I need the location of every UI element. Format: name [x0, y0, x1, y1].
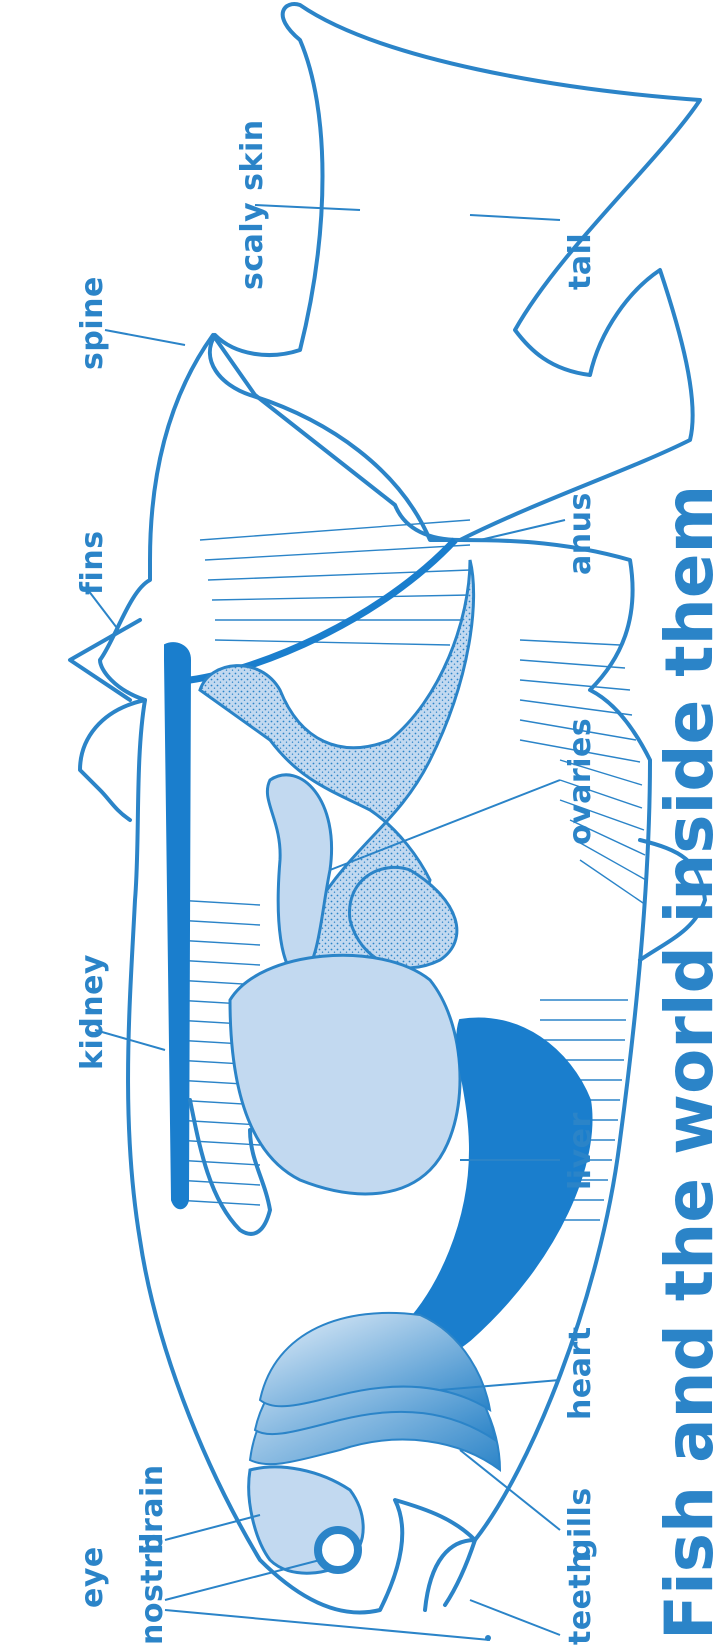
label-nostril: nostril [135, 1532, 170, 1645]
label-kidney: kidney [75, 954, 110, 1070]
label-fins: fins [75, 530, 110, 595]
label-scaly-skin: scaly skin [235, 119, 270, 290]
caption-title: Fish and the world inside them [651, 485, 722, 1640]
label-tail: tail [563, 233, 598, 290]
label-liver: liver [563, 1112, 598, 1190]
label-ovaries: ovaries [563, 718, 598, 845]
label-anus: anus [563, 492, 598, 575]
dorsal-fin [80, 700, 145, 820]
mouth-shape [425, 1540, 475, 1610]
label-teeth: teeth [563, 1552, 598, 1645]
kidney-shape [165, 643, 190, 1208]
label-heart: heart [563, 1326, 598, 1420]
label-spine: spine [75, 276, 110, 370]
label-gills: gills [563, 1487, 598, 1560]
eye-shape [318, 1530, 358, 1570]
stomach-shape [230, 955, 460, 1194]
spine-line [190, 540, 455, 680]
tail-shape [210, 4, 700, 540]
label-eye: eye [75, 1546, 110, 1608]
